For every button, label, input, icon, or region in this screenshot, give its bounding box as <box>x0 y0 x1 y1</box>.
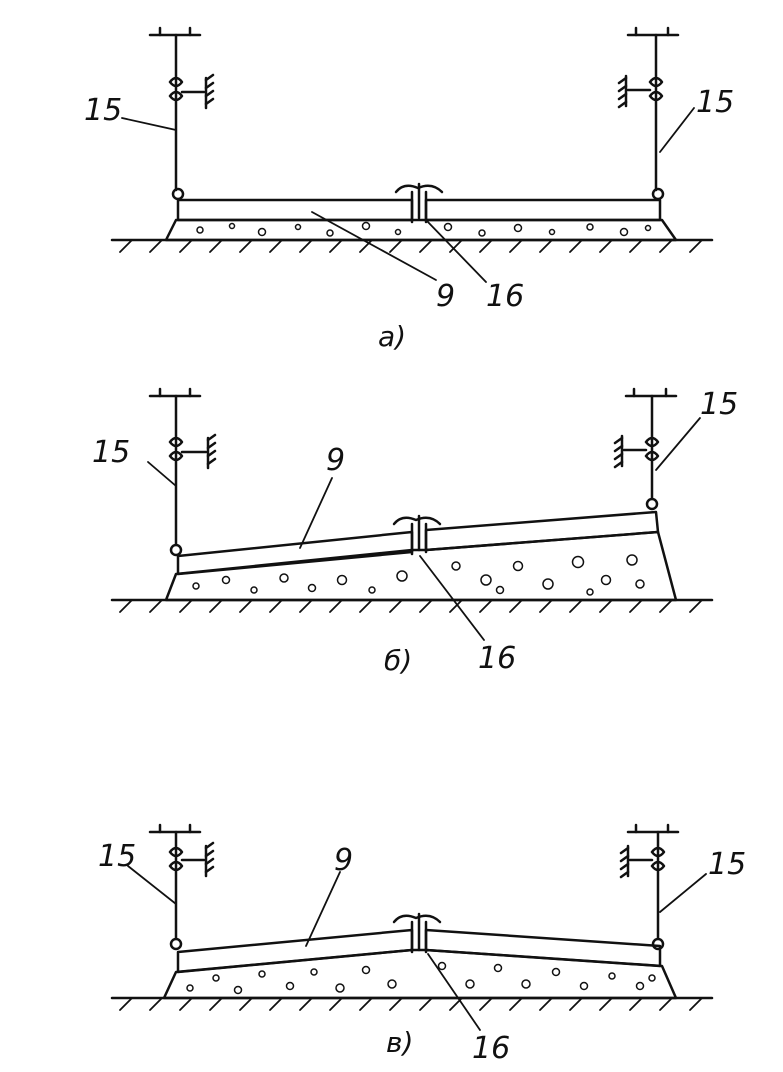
gravel-base <box>164 530 678 602</box>
label-15-left: 15 <box>92 435 130 470</box>
label-9: 9 <box>334 843 353 878</box>
panel-a: 15 15 9 16 а) <box>84 26 734 353</box>
slab-left <box>176 198 414 222</box>
slab-right <box>424 928 662 968</box>
rod-left <box>148 823 215 951</box>
gravel-stones <box>186 961 656 995</box>
label-15-right: 15 <box>708 847 746 882</box>
gravel-stones <box>192 554 645 596</box>
joint-clamp <box>392 912 442 954</box>
rod-right <box>617 26 680 201</box>
leader-lines <box>121 107 695 283</box>
label-16: 16 <box>478 641 516 676</box>
label-16: 16 <box>472 1031 510 1066</box>
leader-lines <box>127 865 707 1031</box>
slab-left <box>176 928 414 974</box>
panel-b: 15 15 9 16 б) <box>92 387 738 677</box>
label-9: 9 <box>436 279 455 314</box>
panel-c: 15 15 9 16 в) <box>98 823 746 1066</box>
rod-right <box>613 387 678 511</box>
panel-caption-c: в) <box>386 1026 413 1059</box>
rod-right <box>619 823 680 951</box>
panel-caption-a: а) <box>378 320 406 353</box>
slab-right <box>424 510 660 552</box>
ground-line <box>110 598 714 613</box>
label-16: 16 <box>486 279 524 314</box>
gravel-stones <box>196 221 652 237</box>
label-9: 9 <box>326 443 345 478</box>
gravel-base <box>164 218 678 242</box>
label-15-right: 15 <box>700 387 738 422</box>
rod-left <box>148 26 215 201</box>
joint-clamp <box>394 182 444 224</box>
ground-line <box>110 238 714 253</box>
label-15-left: 15 <box>84 93 122 128</box>
panel-caption-b: б) <box>384 644 412 677</box>
label-15-left: 15 <box>98 839 136 874</box>
joint-clamp <box>392 514 442 556</box>
label-15-right: 15 <box>696 85 734 120</box>
rod-left <box>148 387 217 557</box>
leader-lines <box>147 417 701 641</box>
slab-right <box>424 198 662 222</box>
ground-line <box>110 996 714 1011</box>
